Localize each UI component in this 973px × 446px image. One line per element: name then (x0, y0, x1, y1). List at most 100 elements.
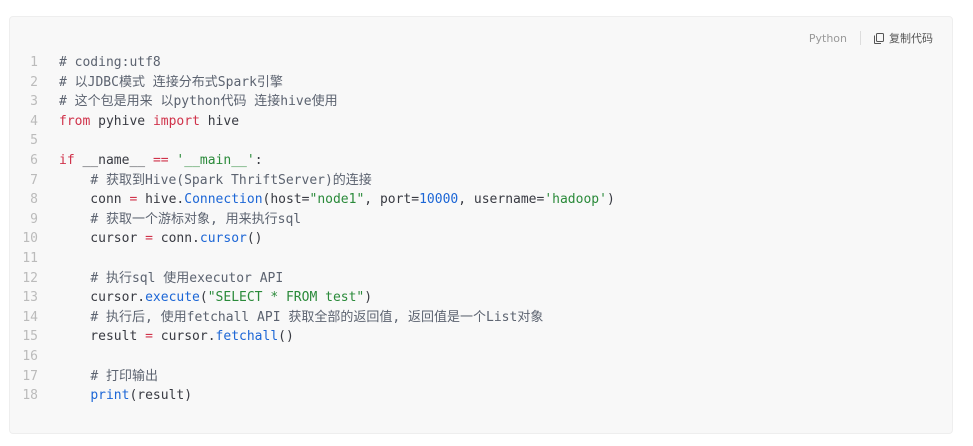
code-token: ( (199, 290, 208, 306)
line-source: cursor = conn.cursor() (59, 229, 263, 249)
code-token (59, 369, 90, 384)
code-line: 17 # 打印输出 (10, 367, 952, 387)
code-token (59, 271, 90, 286)
code-token: = (129, 192, 138, 208)
code-token: # 获取一个游标对象, 用来执行sql (90, 211, 302, 227)
code-token: , username= (458, 192, 545, 208)
code-line: 3 # 这个包是用来 以python代码 连接hive使用 (10, 92, 952, 112)
code-line: 10 cursor = conn.cursor() (10, 229, 952, 249)
line-source: # 获取到Hive(Spark ThriftServer)的连接 (59, 171, 372, 191)
code-line: 8 conn = hive.Connection(host="node1", p… (10, 190, 952, 210)
code-block: Python 复制代码 1 # coding:utf8 2 # 以JDBC模式 连接分… (9, 16, 953, 434)
code-token: hive (199, 113, 240, 129)
code-token: "SELECT * FROM test" (207, 290, 365, 306)
line-source: # 获取一个游标对象, 用来执行sql (59, 210, 301, 230)
line-number: 8 (30, 192, 38, 208)
code-token: # 以JDBC模式 连接分布式Spark引擎 (59, 74, 283, 90)
code-token: () (278, 329, 294, 345)
line-source: cursor.execute("SELECT * FROM test") (59, 288, 372, 308)
code-token: ) (606, 192, 615, 208)
line-number: 6 (30, 152, 38, 168)
code-line: 9 # 获取一个游标对象, 用来执行sql (10, 210, 952, 230)
line-source: # 打印输出 (59, 367, 158, 387)
code-token: # 执行sql 使用executor API (90, 270, 284, 286)
line-number: 17 (22, 368, 38, 384)
code-line: 14 # 执行后, 使用fetchall API 获取全部的返回值, 返回值是一… (10, 308, 952, 328)
line-number: 11 (22, 250, 38, 266)
copy-icon (874, 32, 884, 44)
code-toolbar: Python 复制代码 (809, 29, 933, 47)
code-token (59, 173, 90, 188)
code-token: # 获取到Hive(Spark ThriftServer)的连接 (90, 172, 372, 188)
code-token: # 打印输出 (90, 368, 158, 384)
line-source: from pyhive import hive (59, 112, 239, 132)
line-number: 16 (22, 348, 38, 364)
line-number: 14 (22, 309, 38, 325)
code-token: cursor. (59, 290, 146, 306)
line-number: 13 (22, 290, 38, 306)
code-line: 12 # 执行sql 使用executor API (10, 269, 952, 289)
code-token: conn (59, 192, 130, 208)
line-number: 15 (22, 329, 38, 345)
code-token: (result) (129, 388, 193, 404)
code-token: hive. (137, 192, 185, 208)
code-token (59, 310, 90, 325)
line-source: conn = hive.Connection(host="node1", por… (59, 190, 615, 210)
code-token: "node1" (309, 192, 365, 208)
line-number: 2 (30, 74, 38, 90)
code-token: 'hadoop' (544, 192, 607, 208)
code-token: 10000 (419, 192, 459, 208)
copy-code-label: 复制代码 (889, 32, 933, 45)
line-source: result = cursor.fetchall() (59, 327, 294, 347)
code-token: (host= (262, 192, 310, 208)
code-token: cursor. (152, 329, 216, 345)
code-line: 15 result = cursor.fetchall() (10, 327, 952, 347)
line-number: 1 (30, 55, 38, 70)
line-number: 4 (30, 113, 38, 129)
code-line: 1 # coding:utf8 (10, 53, 952, 73)
language-label: Python (808, 31, 847, 45)
code-token: : (254, 152, 263, 168)
code-lines[interactable]: 1 # coding:utf8 2 # 以JDBC模式 连接分布式Spark引擎 3 # … (10, 53, 952, 406)
code-line: 16 (10, 347, 952, 367)
code-token: conn. (152, 231, 200, 247)
code-token: import (152, 113, 200, 129)
code-token: cursor (199, 231, 247, 247)
code-line: 5 (10, 131, 952, 151)
code-token: ) (364, 290, 373, 306)
line-source: # coding:utf8 (59, 53, 161, 73)
copy-code-button[interactable]: 复制代码 (874, 30, 933, 46)
line-number: 9 (30, 211, 38, 227)
code-token: () (246, 231, 263, 247)
line-number: 3 (30, 94, 38, 110)
code-token: result (59, 329, 146, 345)
code-token: Connection (184, 192, 263, 208)
code-token: cursor (59, 231, 146, 247)
code-token: # 执行后, 使用fetchall API 获取全部的返回值, 返回值是一个Li… (90, 309, 544, 325)
code-line: 4 from pyhive import hive (10, 112, 952, 132)
line-number: 10 (22, 231, 38, 247)
code-token (59, 212, 90, 227)
line-number: 18 (22, 388, 38, 404)
code-token: from (59, 113, 91, 129)
code-token: = (145, 329, 153, 345)
code-token: , port= (364, 192, 420, 208)
line-source: # 执行后, 使用fetchall API 获取全部的返回值, 返回值是一个Li… (59, 308, 543, 328)
code-line: 2 # 以JDBC模式 连接分布式Spark引擎 (10, 73, 952, 93)
code-line: 7 # 获取到Hive(Spark ThriftServer)的连接 (10, 171, 952, 191)
toolbar-divider (860, 31, 861, 45)
line-source: print(result) (59, 386, 192, 406)
line-source: # 以JDBC模式 连接分布式Spark引擎 (59, 73, 283, 93)
code-token: pyhive (90, 113, 153, 129)
code-token: '__main__' (176, 152, 255, 168)
code-token: # 这个包是用来 以python代码 连接hive使用 (59, 94, 338, 110)
code-token (59, 388, 90, 403)
code-token: __name__ (74, 152, 153, 168)
code-token: if (59, 152, 75, 168)
code-token: # coding:utf8 (59, 55, 161, 70)
code-token: execute (145, 290, 200, 306)
code-line: 13 cursor.execute("SELECT * FROM test") (10, 288, 952, 308)
code-token: = (145, 231, 153, 247)
line-source: # 这个包是用来 以python代码 连接hive使用 (59, 92, 338, 112)
